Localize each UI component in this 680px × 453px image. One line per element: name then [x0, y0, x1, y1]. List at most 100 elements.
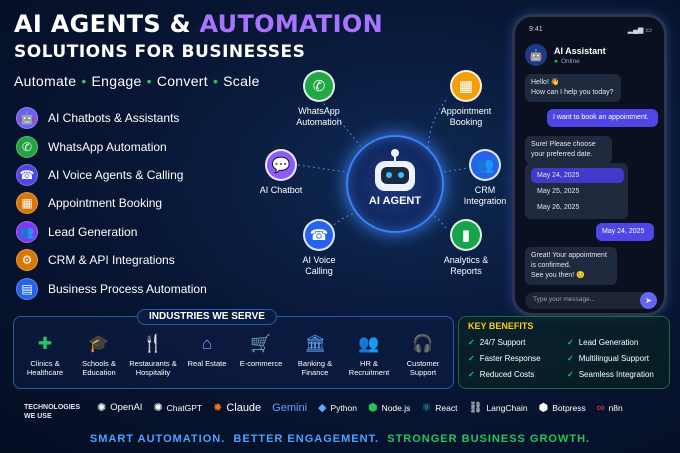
robot-icon: 🤖 — [16, 107, 38, 130]
message-line: Hello! 👋 — [531, 79, 560, 86]
node-label: AI Voice Calling — [302, 255, 336, 276]
benefit-label: 24/7 Support — [479, 338, 526, 347]
whatsapp-icon: ✆ — [16, 135, 38, 158]
node-label: CRM Integration — [463, 185, 507, 206]
message-line: Great! Your appointment — [531, 252, 607, 259]
claude-icon: ✸ — [213, 402, 223, 414]
industry-label: E-commerce — [239, 359, 283, 368]
message-user: May 24, 2025 — [596, 223, 654, 241]
industry-item: 🎧Customer Support — [396, 334, 450, 377]
service-label: AI Voice Agents & Calling — [48, 167, 184, 182]
message-user: I want to book an appointment. — [547, 109, 658, 127]
graduation-icon: 🎓 — [88, 334, 110, 353]
message-line: your preferred date. — [531, 151, 593, 158]
tagline-word: Convert — [156, 73, 208, 89]
industry-label: Restaurants & Hospitality — [129, 359, 177, 377]
node-appointment: ▦ Appointment Booking — [424, 70, 508, 128]
users-icon: 👥 — [16, 220, 38, 243]
tech-label: Claude — [226, 401, 262, 414]
date-option[interactable]: May 25, 2025 — [537, 188, 580, 195]
message-bot: Hello! 👋 How can I help you today? — [525, 74, 621, 102]
message-input[interactable]: Type your message... — [525, 292, 655, 309]
tech-heading-line: WE USE — [24, 413, 52, 420]
date-option[interactable]: May 24, 2025 — [531, 168, 624, 183]
tagline-word: Engage — [91, 73, 142, 89]
tagline-word: Scale — [223, 73, 260, 89]
industry-item: ✚ Clinics & Healthcare — [18, 334, 72, 377]
service-item: ▦Appointment Booking — [16, 189, 207, 217]
benefit-item: ✓24/7 Support — [468, 338, 526, 347]
node-crm: 👥 CRM Integration — [443, 149, 527, 207]
benefit-item: ✓Reduced Costs — [468, 370, 534, 379]
avatar: 🤖 — [525, 44, 547, 66]
industry-label: Real Estate — [187, 359, 227, 368]
chat-header: 🤖 AI Assistant Online — [525, 44, 606, 66]
users-icon: 👥 — [469, 149, 501, 181]
tagline: Automate•Engage•Convert•Scale — [14, 73, 260, 89]
node-chatbot: 💬 AI Chatbot — [239, 149, 323, 196]
check-icon: ✓ — [567, 354, 574, 363]
industry-label: Schools & Education — [82, 359, 116, 377]
calendar-icon: ▦ — [450, 70, 482, 102]
ai-agent-hub: AI AGENT — [346, 135, 444, 233]
botpress-icon: ⬢ — [538, 402, 549, 414]
send-icon: ➤ — [645, 296, 652, 305]
status-time: 9:41 — [529, 26, 543, 33]
service-item: ✆ WhatsApp Automation — [16, 132, 207, 160]
house-icon: ⌂ — [201, 334, 213, 353]
date-option[interactable]: May 26, 2025 — [537, 204, 580, 211]
industries-list: ✚ Clinics & Healthcare 🎓 Schools & Educati… — [18, 334, 450, 377]
tagline-word: Automate — [14, 73, 77, 89]
benefit-label: Faster Response — [479, 354, 541, 363]
chatgpt-icon: ✺ — [153, 402, 163, 414]
service-label: CRM & API Integrations — [48, 253, 175, 268]
whatsapp-icon: ✆ — [303, 70, 335, 102]
benefit-item: ✓Faster Response — [468, 354, 541, 363]
message-bot: Great! Your appointment is confirmed. Se… — [525, 247, 617, 285]
benefit-item: ✓ Multilingual Support — [567, 354, 649, 363]
tech-item: ⛓LangChain — [468, 401, 527, 414]
tech-label: Python — [330, 402, 357, 413]
node-voice: ☎ AI Voice Calling — [277, 219, 361, 277]
message-line: How can I help you today? — [531, 89, 614, 96]
tech-label: Node.js — [381, 402, 411, 413]
bot-name: AI Assistant — [554, 45, 606, 56]
tech-heading: TECHNOLOGIES WE USE — [24, 403, 80, 421]
node-whatsapp: ✆ WhatsApp Automation — [277, 70, 361, 128]
tech-label: ChatGPT — [166, 402, 203, 413]
footer-part: BETTER ENGAGEMENT. — [233, 433, 380, 445]
tech-label: LangChain — [486, 402, 528, 413]
industry-item: ⌂ Real Estate — [180, 334, 234, 377]
message-line: See you then! 😊 — [531, 272, 585, 279]
medical-icon: ✚ — [37, 334, 53, 353]
industry-label: Banking & Finance — [297, 359, 333, 377]
industry-label: Clinics & Healthcare — [26, 359, 64, 377]
service-label: AI Chatbots & Assistants — [48, 111, 180, 126]
industries-panel — [13, 316, 454, 389]
send-button[interactable]: ➤ — [640, 292, 657, 309]
tech-item: ⚛React — [421, 401, 457, 414]
service-label: WhatsApp Automation — [48, 139, 167, 154]
tech-list: ✺OpenAI ✺ChatGPT ✸Claude Gemini ◆Python … — [97, 401, 634, 415]
benefit-label: Reduced Costs — [479, 370, 535, 379]
message-bot: Sure! Please choose your preferred date. — [525, 136, 612, 164]
service-item: ☎AI Voice Agents & Calling — [16, 161, 207, 189]
footer-part: STRONGER BUSINESS GROWTH. — [387, 433, 591, 445]
message-line: Sure! Please choose — [531, 141, 596, 148]
benefit-label: Lead Generation — [578, 338, 639, 347]
industry-item: 🍴Restaurants & Hospitality — [126, 334, 180, 377]
tech-label: React — [435, 402, 458, 413]
industry-item: 👥HR & Recruitment — [342, 334, 396, 377]
tech-label: n8n — [608, 402, 623, 413]
robot-icon — [375, 149, 415, 191]
service-label: Business Process Automation — [48, 281, 207, 296]
online-status: Online — [554, 58, 606, 65]
phone-icon: ☎ — [303, 219, 335, 251]
industry-item: 🎓 Schools & Education — [72, 334, 126, 377]
footer-tagline: SMART AUTOMATION. BETTER ENGAGEMENT. STR… — [0, 433, 680, 445]
tech-item: ✺ChatGPT — [153, 401, 202, 414]
benefit-label: Multilingual Support — [578, 354, 649, 363]
industry-item: 🏛Banking & Finance — [288, 334, 342, 377]
react-icon: ⚛ — [421, 402, 432, 414]
benefit-label: Seamless Integration — [578, 370, 654, 379]
